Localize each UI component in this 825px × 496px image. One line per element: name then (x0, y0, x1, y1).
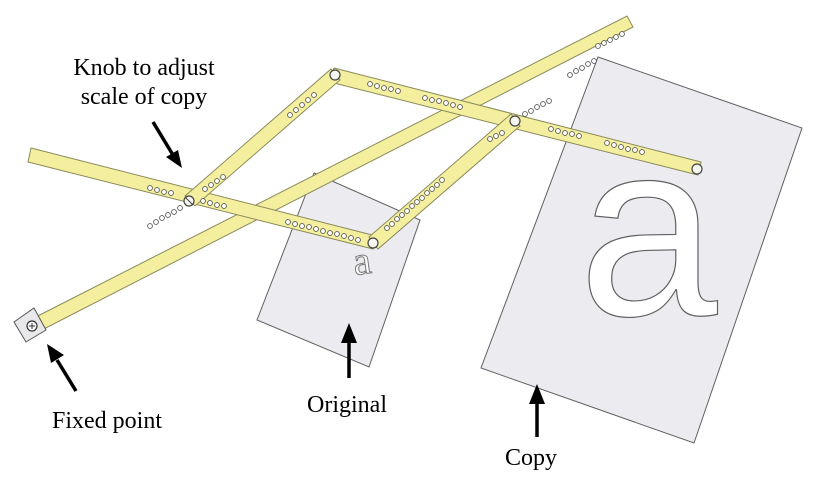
fixed-point-mount (13, 307, 47, 343)
original-arrow (341, 323, 357, 378)
copy-letter: a (578, 89, 718, 368)
knob-label-line1: Knob to adjust (73, 55, 215, 81)
original-label: Original (307, 392, 387, 418)
knob-arrow (151, 121, 182, 168)
fixed-point-label: Fixed point (52, 408, 162, 434)
copy-arrow (529, 384, 545, 437)
copy-label: Copy (505, 445, 557, 471)
original-stylus-pivot (367, 237, 379, 249)
knob-label-line2: scale of copy (81, 84, 208, 110)
bar-holes (147, 31, 645, 243)
copy-sheet (480, 56, 803, 444)
copy-pivot (509, 115, 521, 127)
copy-pen-pivot (691, 163, 703, 175)
fixed-point-arrow (47, 344, 78, 392)
upper-pivot (329, 69, 341, 81)
